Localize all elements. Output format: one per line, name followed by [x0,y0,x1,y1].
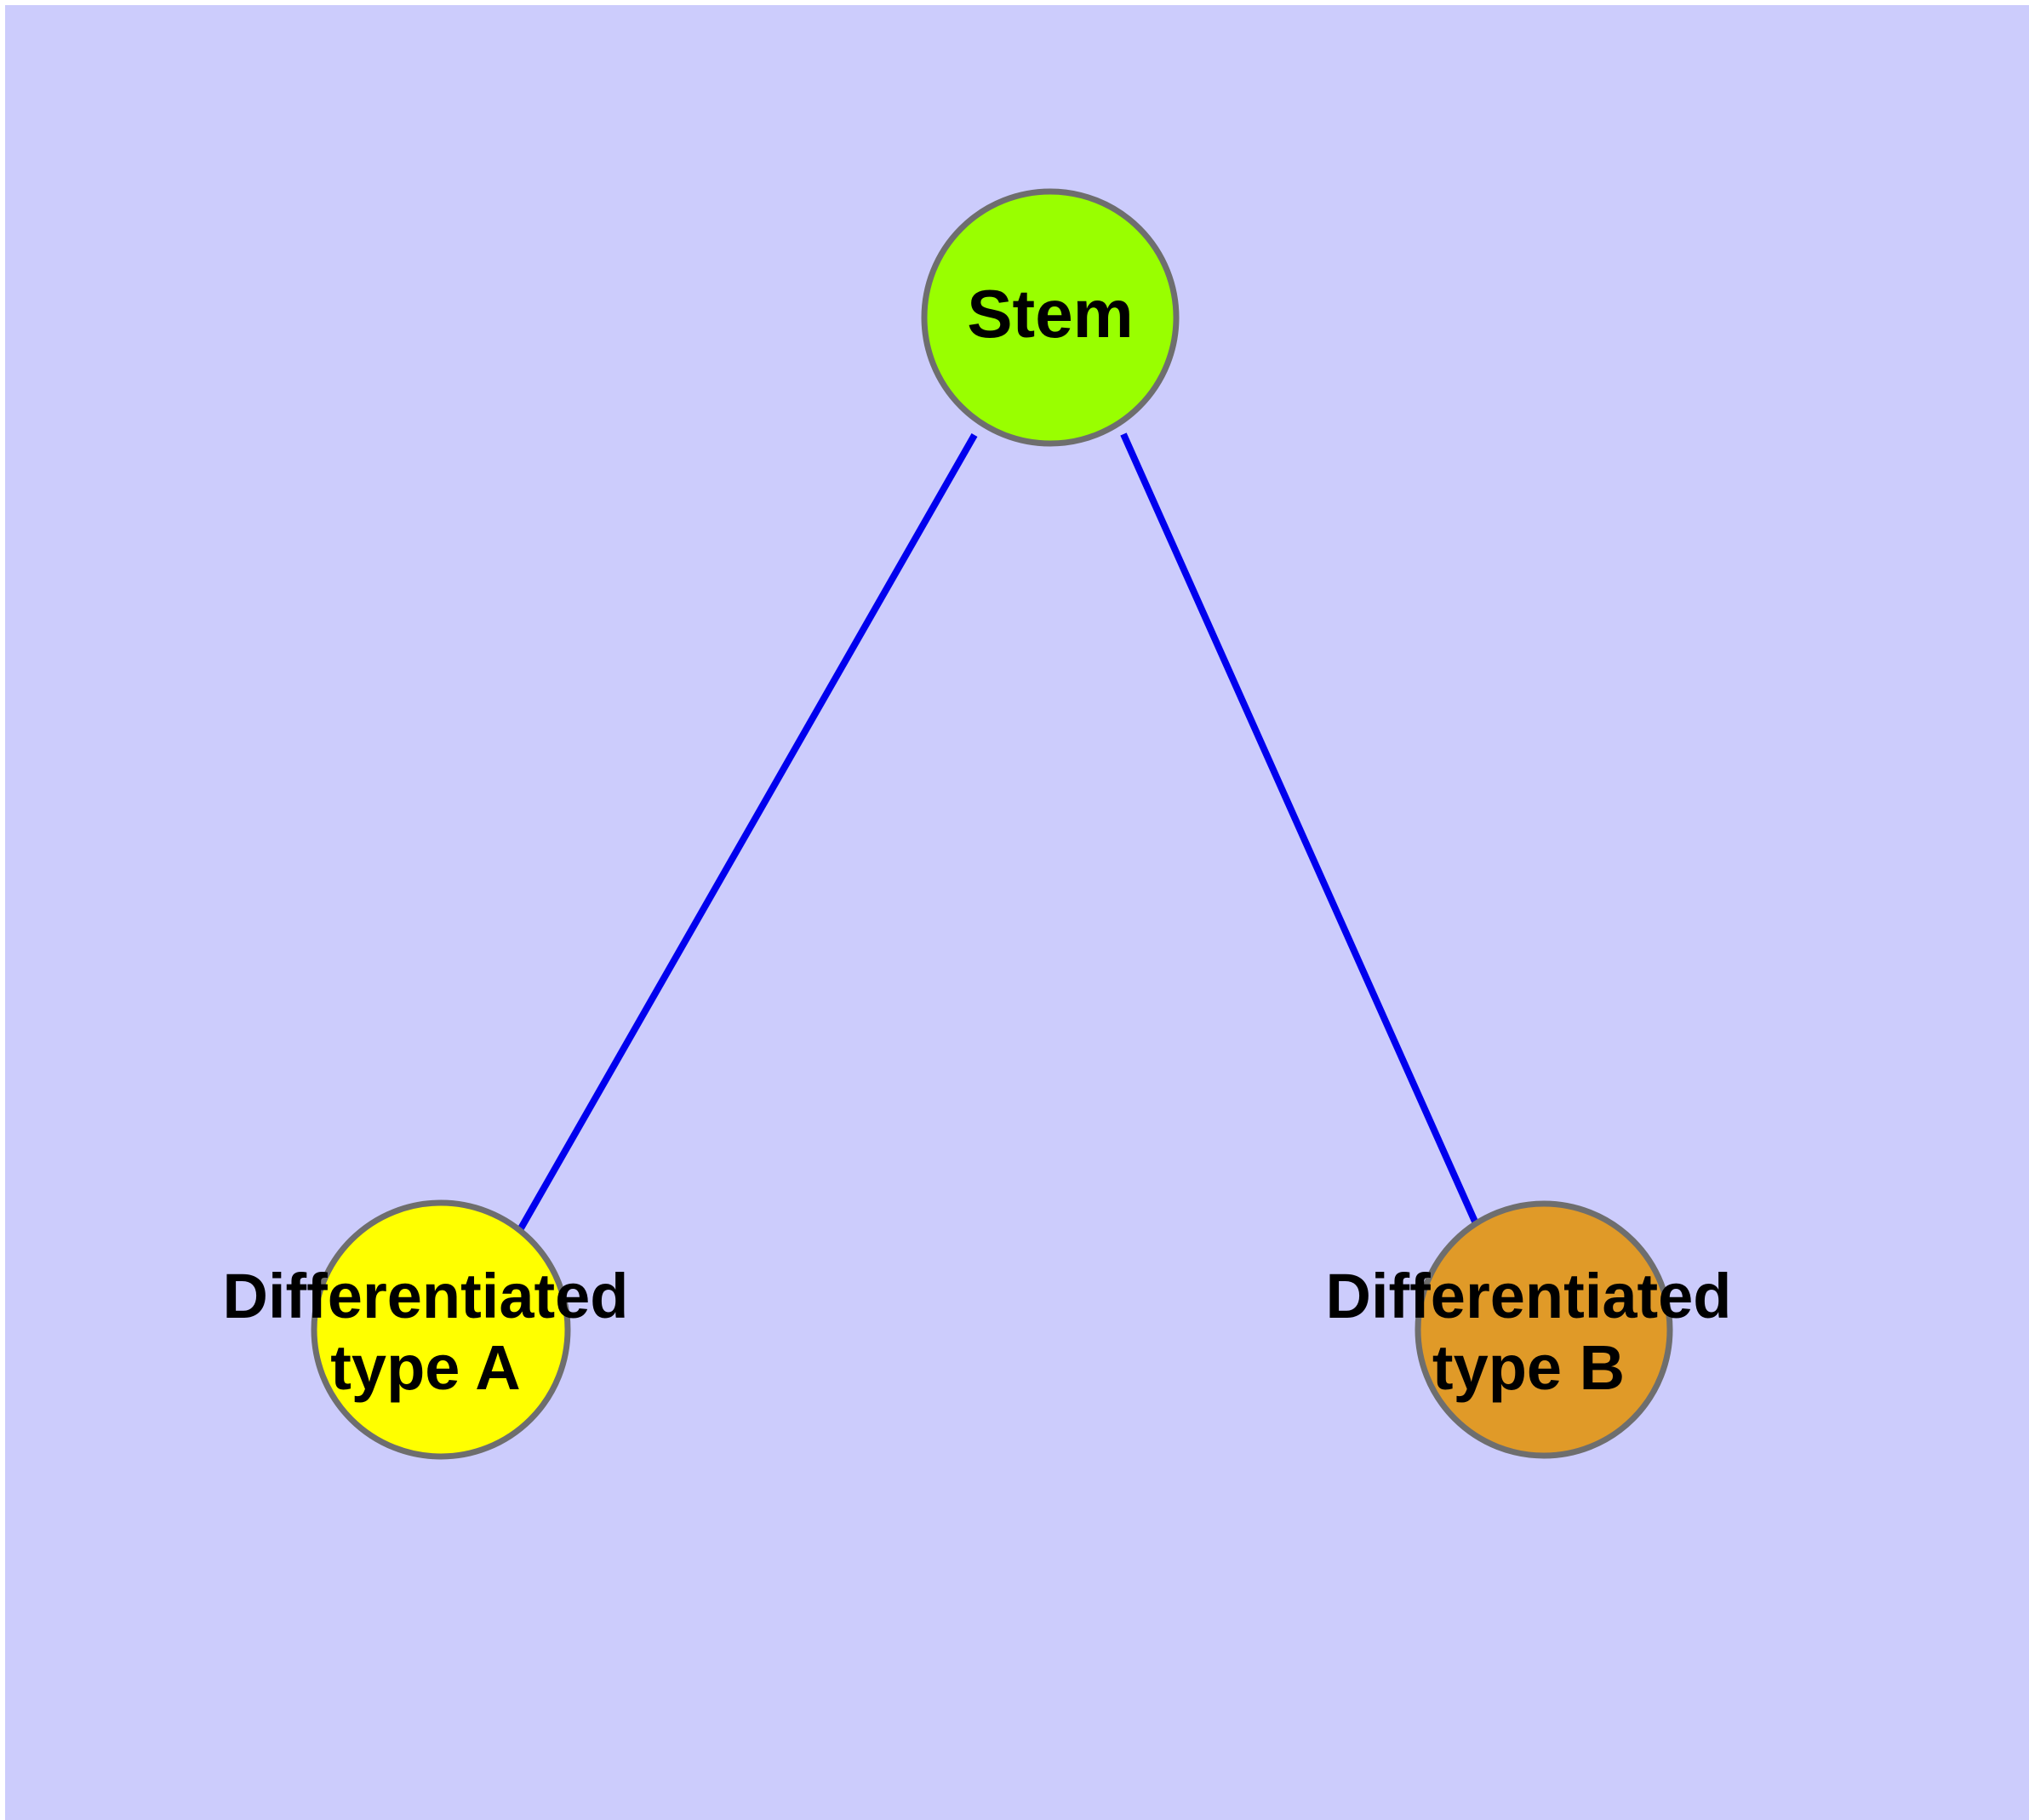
node-label-line: Differentiated [1326,1261,1732,1331]
graph-edge [1120,432,1478,1223]
graph-edge [517,433,978,1230]
node-label-line: Stem [967,276,1134,352]
graph-node-diff_a[interactable] [311,1199,571,1460]
node-circle-diff_b[interactable] [1415,1200,1673,1459]
edges-group [517,432,1478,1230]
node-circle-stem[interactable] [921,188,1180,447]
node-circle-diff_a[interactable] [311,1199,571,1460]
graph-node-stem[interactable] [921,188,1180,447]
node-label-line: type B [1432,1332,1625,1403]
graph-node-diff_b[interactable] [1415,1200,1673,1459]
node-label-stem: Stem [967,276,1134,352]
node-label-line: type A [330,1332,520,1403]
node-label-line: Differentiated [223,1261,629,1331]
